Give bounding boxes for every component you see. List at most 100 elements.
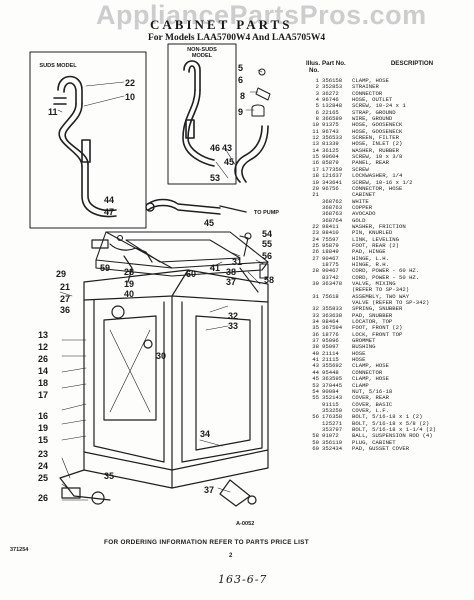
callout-12: 12 bbox=[38, 342, 49, 352]
callout-6: 6 bbox=[238, 75, 244, 85]
top-frame bbox=[95, 231, 269, 277]
description-cell: VALVE (REFER TO SP-342) bbox=[352, 300, 430, 307]
document-number: 371254 bbox=[10, 547, 29, 553]
description-cell: LINK, LEVELING bbox=[352, 236, 399, 243]
part-no-cell: 352434 bbox=[322, 444, 343, 452]
part-no-cell: 355833 bbox=[322, 305, 343, 313]
illus-no-cell: 32 bbox=[312, 305, 319, 313]
callout-15: 15 bbox=[38, 435, 49, 445]
illus-no-cell: 17 bbox=[312, 165, 319, 173]
callout-11-suds: 11 bbox=[48, 107, 58, 117]
description-cell: LOCATOR, TOP bbox=[352, 319, 393, 326]
description-cell: CLAMP, HOSE bbox=[352, 78, 389, 84]
part-no-cell: 95097 bbox=[322, 343, 339, 351]
callout-36: 36 bbox=[60, 305, 71, 315]
part-no-cell: 352143 bbox=[322, 394, 343, 402]
callout-8: 8 bbox=[240, 91, 246, 101]
description-cell: PAD, GUSSET COVER bbox=[352, 445, 410, 452]
description-cell: ASSEMBLY, TWO WAY bbox=[352, 293, 410, 300]
illus-no-cell: 44 bbox=[312, 368, 319, 376]
description-cell: LOCK, FRONT TOP bbox=[352, 331, 403, 338]
description-cell: BOLT, 5/16-18 x 5/8 (2) bbox=[352, 420, 430, 427]
part-no-cell: 96743 bbox=[322, 127, 339, 135]
description-cell: STRAINER bbox=[352, 84, 379, 91]
callout-37: 37 bbox=[226, 277, 237, 287]
description-cell: WHITE bbox=[352, 198, 369, 205]
description-cell: BOLT, 5/16-18 x 1-1/4 (2) bbox=[352, 426, 436, 433]
callout-29: 29 bbox=[56, 269, 67, 279]
part-no-cell: 353797 bbox=[322, 425, 343, 433]
part-no-cell: 90467 bbox=[322, 254, 339, 262]
callout-54: 54 bbox=[262, 229, 273, 239]
description-cell: CABINET bbox=[352, 192, 376, 199]
rear-panel-right bbox=[239, 263, 269, 293]
non-suds-hose-assembly bbox=[182, 60, 215, 167]
callout-26: 26 bbox=[38, 354, 49, 364]
page-subtitle: For Models LAA5700W4 And LAA5705W4 bbox=[148, 33, 326, 43]
illus-no-cell: 22 bbox=[312, 222, 319, 230]
description-cell: CLAMP, HOSE bbox=[352, 363, 389, 370]
description-cell: CONNECTOR bbox=[352, 90, 383, 97]
part-no-cell: 356158 bbox=[322, 77, 343, 84]
illus-no-cell: 20 bbox=[312, 184, 319, 192]
non-suds-model-inset-label: NON-SUDS MODEL bbox=[187, 47, 217, 59]
callout-19-top: 19 bbox=[124, 279, 135, 289]
header-description: DESCRIPTION bbox=[390, 60, 434, 67]
callout-27: 27 bbox=[60, 294, 71, 304]
illus-no-cell: 24 bbox=[312, 235, 319, 243]
description-cell: CORD, POWER - 60 HZ. bbox=[352, 268, 420, 275]
callout-14: 14 bbox=[38, 366, 49, 376]
part-no-cell: 363478 bbox=[322, 280, 343, 287]
ordering-info-footer: FOR ORDERING INFORMATION REFER TO PARTS … bbox=[104, 539, 309, 546]
description-cell: LOCKWASHER, 1/4 bbox=[352, 173, 403, 180]
part-no-cell: 96746 bbox=[322, 96, 339, 104]
illus-no-cell: 38 bbox=[312, 343, 319, 351]
callout-20: 21 bbox=[60, 282, 71, 292]
callout-37-base: 37 bbox=[204, 485, 215, 495]
part-no-cell: 85879 bbox=[322, 159, 339, 167]
cabinet-base bbox=[59, 449, 269, 507]
illus-no-cell: 21 bbox=[312, 191, 319, 199]
illus-no-cell: 60 bbox=[312, 444, 319, 452]
description-cell: GOLD bbox=[352, 217, 366, 224]
illus-no-cell: 27 bbox=[312, 254, 319, 262]
illus-no-cell: 16 bbox=[312, 159, 319, 167]
description-cell: WIRE, GROUND bbox=[352, 116, 393, 123]
description-cell: PLUG, CABINET bbox=[352, 439, 396, 446]
part-no-cell: 98464 bbox=[322, 318, 339, 326]
handwritten-note: 163-6-7 bbox=[218, 573, 268, 586]
part-no-cell: 91375 bbox=[322, 121, 339, 129]
illus-no-cell: 19 bbox=[312, 178, 319, 186]
description-cell: AVOCADO bbox=[352, 211, 376, 218]
description-cell: FOOT, FRONT (2) bbox=[352, 325, 403, 332]
description-cell: HOSE bbox=[352, 357, 366, 364]
description-cell: PIN, KNURLED bbox=[352, 230, 393, 237]
description-cell: FOOT, REAR (2) bbox=[352, 242, 399, 249]
illus-no-cell: 13 bbox=[312, 140, 319, 148]
part-no-cell: 90467 bbox=[322, 267, 339, 275]
part-no-cell: 368763 bbox=[322, 210, 343, 218]
part-no-cell: 356533 bbox=[322, 134, 343, 142]
callout-59: 59 bbox=[100, 263, 111, 273]
callout-21: 22 bbox=[125, 78, 136, 88]
description-cell: GROMMET bbox=[352, 338, 376, 345]
callout-35: 35 bbox=[104, 471, 115, 481]
